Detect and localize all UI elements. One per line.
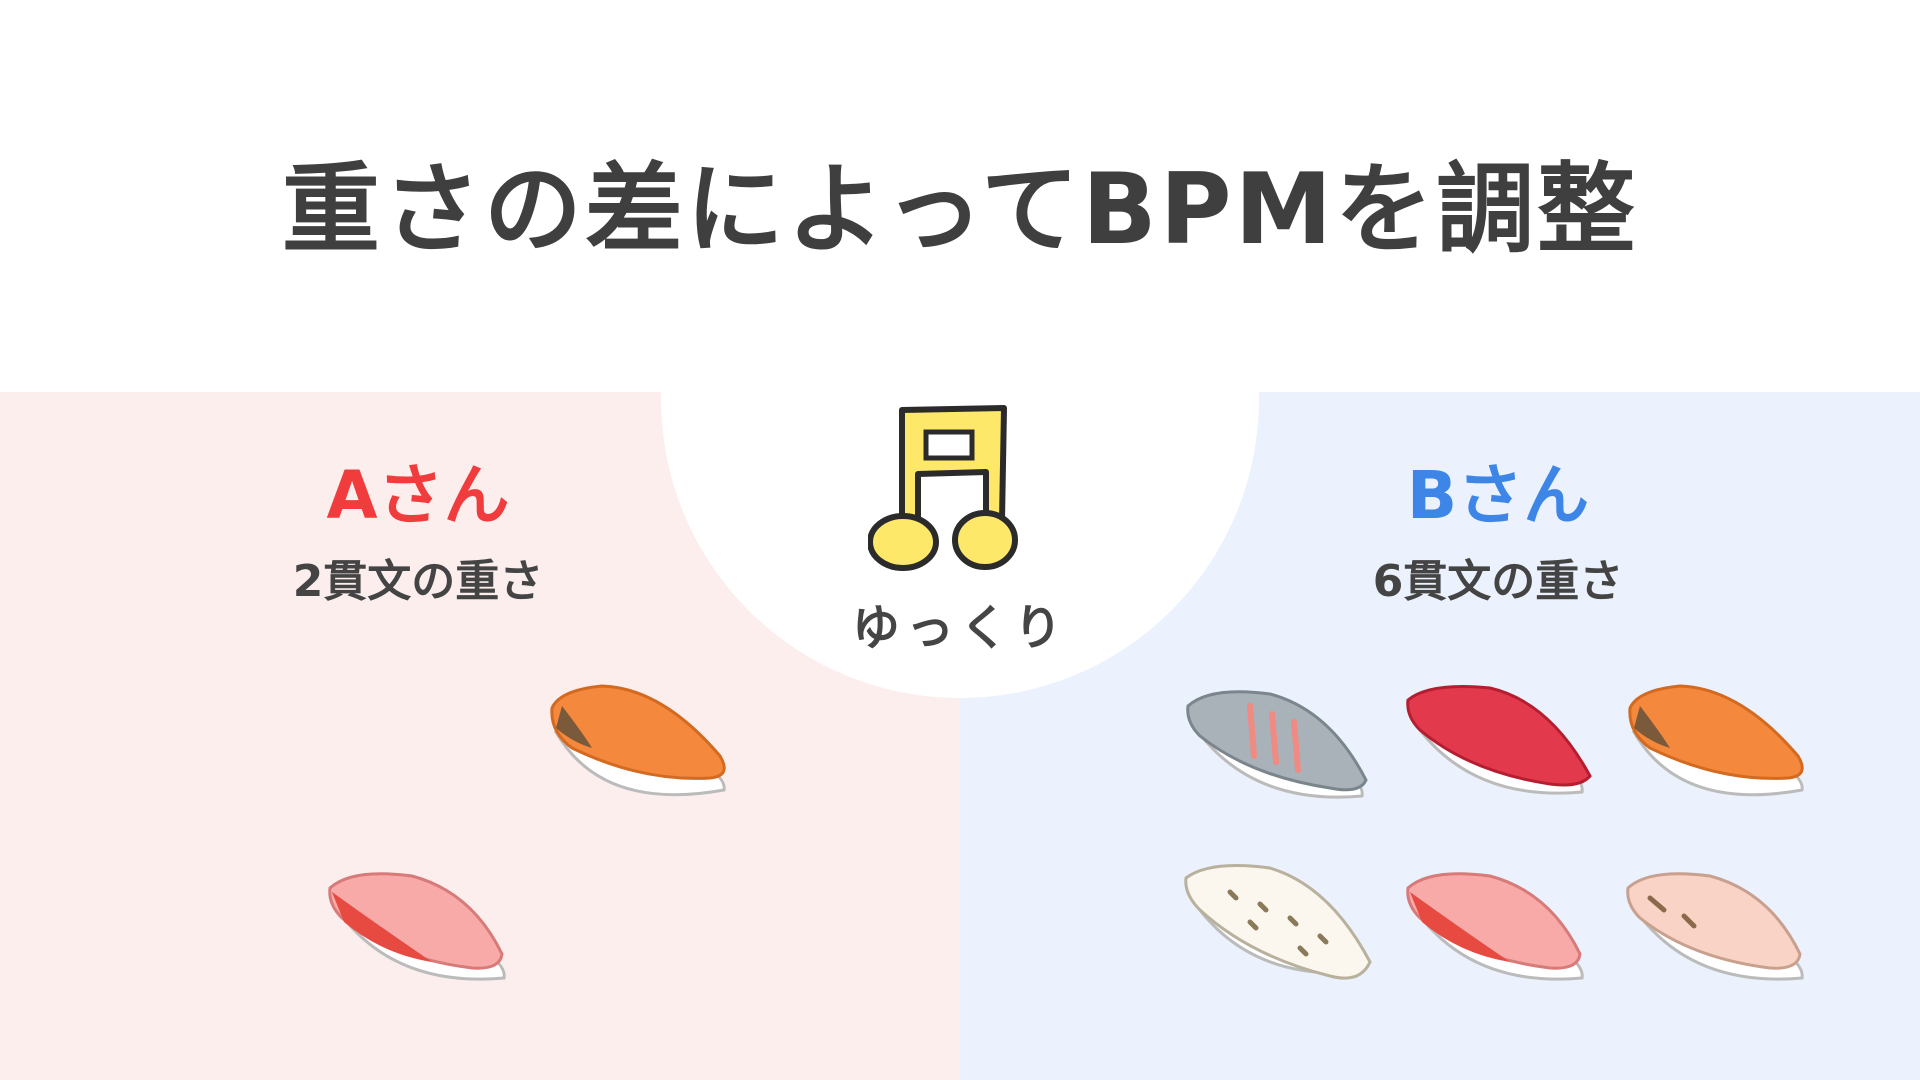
person-b-name: Bさん (1406, 457, 1590, 534)
person-a-name: Aさん (326, 457, 510, 534)
page-title: 重さの差によってBPMを調整 (281, 153, 1639, 267)
center-circle (661, 100, 1259, 698)
sushi-tai-icon (1626, 872, 1804, 981)
sushi-tuna-icon (1406, 685, 1592, 795)
person-a-weight: 2貫文の重さ (292, 556, 544, 607)
person-b-weight: 6貫文の重さ (1372, 556, 1624, 607)
sushi-yellowtail-icon (1406, 872, 1584, 981)
sushi-aji-icon (1186, 690, 1368, 799)
sushi-yellowtail-icon (328, 872, 506, 981)
sushi-salmon-icon (1628, 684, 1804, 797)
sushi-ika-icon (1184, 864, 1372, 980)
tempo-label: ゆっくり (851, 600, 1068, 656)
music-note-icon (868, 405, 1018, 571)
sushi-salmon-icon (550, 684, 726, 797)
